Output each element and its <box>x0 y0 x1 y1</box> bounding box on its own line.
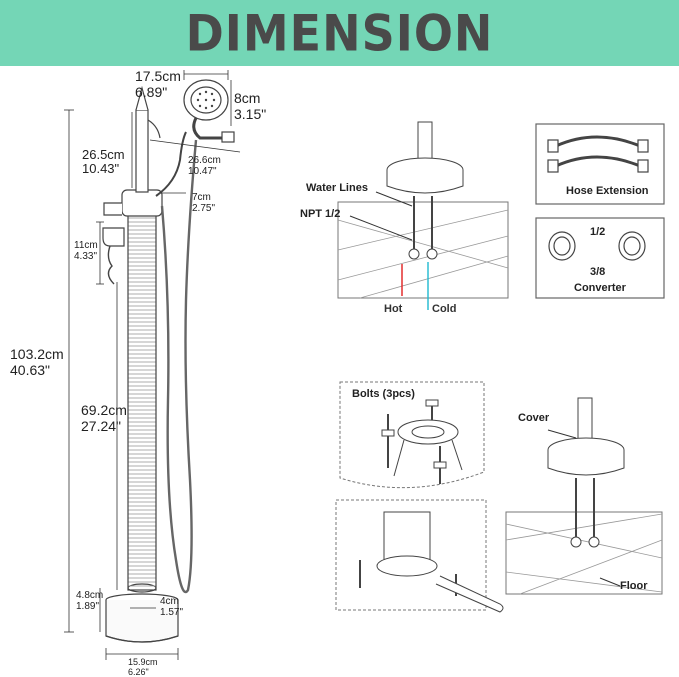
water-lines-panel <box>337 121 509 310</box>
base-height-label: 4.8cm 1.89" <box>76 590 104 612</box>
arm-reach-label: 26.6cm 10.47" <box>188 155 221 177</box>
bolts-panel <box>339 381 485 489</box>
spout-height-label: 26.5cm 10.43" <box>82 147 125 176</box>
spout-reach-label: 7cm 2.75" <box>192 192 216 214</box>
wrench-panel <box>335 499 504 613</box>
shower-hose <box>160 139 198 594</box>
hot-label: Hot <box>384 303 403 315</box>
water-lines-label: Water Lines <box>306 182 368 194</box>
head-width-label: 17.5cm 6.89" <box>135 68 181 100</box>
head-height-label: 8cm 3.15" <box>234 90 267 122</box>
converter-size-bottom: 3/8 <box>590 266 606 278</box>
converter-size-top: 1/2 <box>590 226 606 238</box>
faucet-drawing <box>102 79 235 643</box>
bolts-label: Bolts (3pcs) <box>352 388 415 400</box>
base-diameter-label: 15.9cm 6.26" <box>128 657 158 677</box>
hose-extension-label: Hose Extension <box>566 185 649 197</box>
npt-label: NPT 1/2 <box>300 208 341 220</box>
total-height-label: 103.2cm 40.63" <box>10 346 64 378</box>
pipe-height-label: 69.2cm 27.24" <box>81 402 127 434</box>
converter-label: Converter <box>574 282 626 294</box>
hose-extension-drawing <box>535 123 665 205</box>
pipe-diameter-label: 4cm 1.57" <box>160 596 184 618</box>
faucet-column <box>127 209 157 591</box>
floor-label: Floor <box>620 580 648 592</box>
converter-drawing <box>535 217 665 299</box>
cover-floor-panel <box>505 397 663 595</box>
dimension-lines <box>64 70 241 660</box>
banner-title: DIMENSION <box>185 3 494 63</box>
cold-label: Cold <box>432 303 457 315</box>
title-banner: DIMENSION <box>0 0 679 66</box>
cover-label: Cover <box>518 412 550 424</box>
handle-height-label: 11cm 4.33" <box>74 240 98 262</box>
